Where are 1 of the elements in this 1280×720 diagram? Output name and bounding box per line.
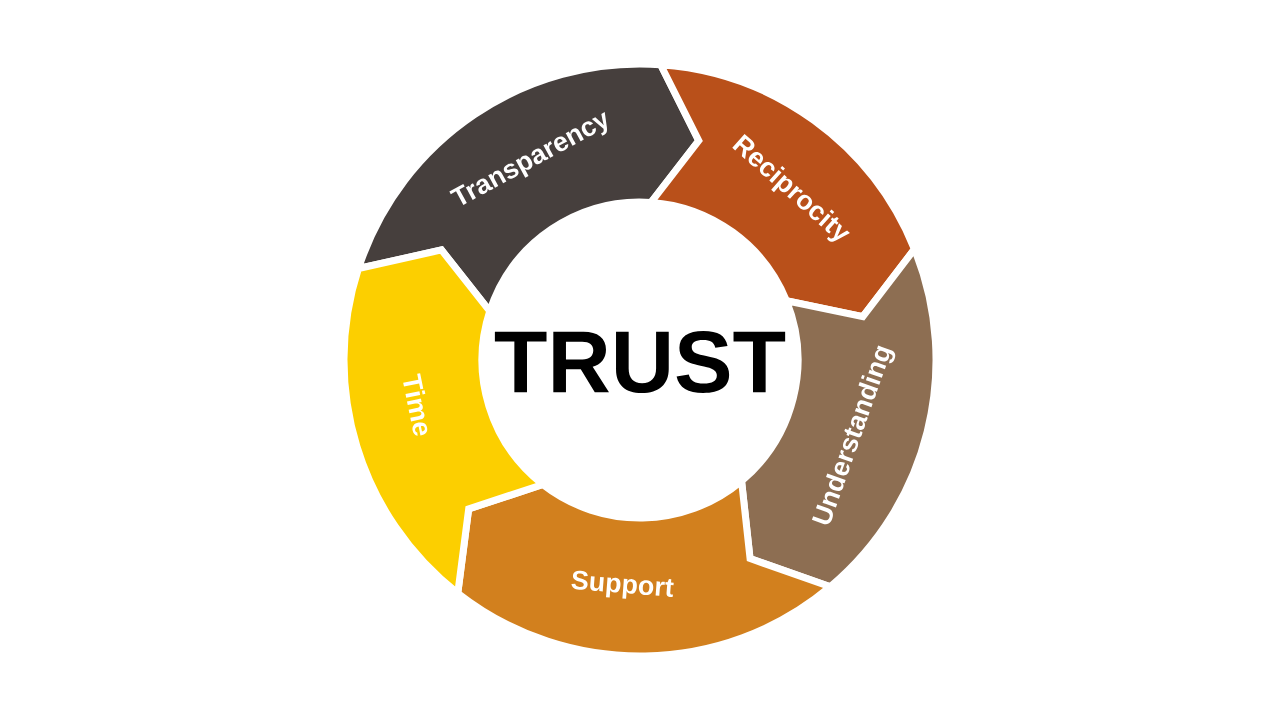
center-label: TRUST: [494, 330, 786, 394]
